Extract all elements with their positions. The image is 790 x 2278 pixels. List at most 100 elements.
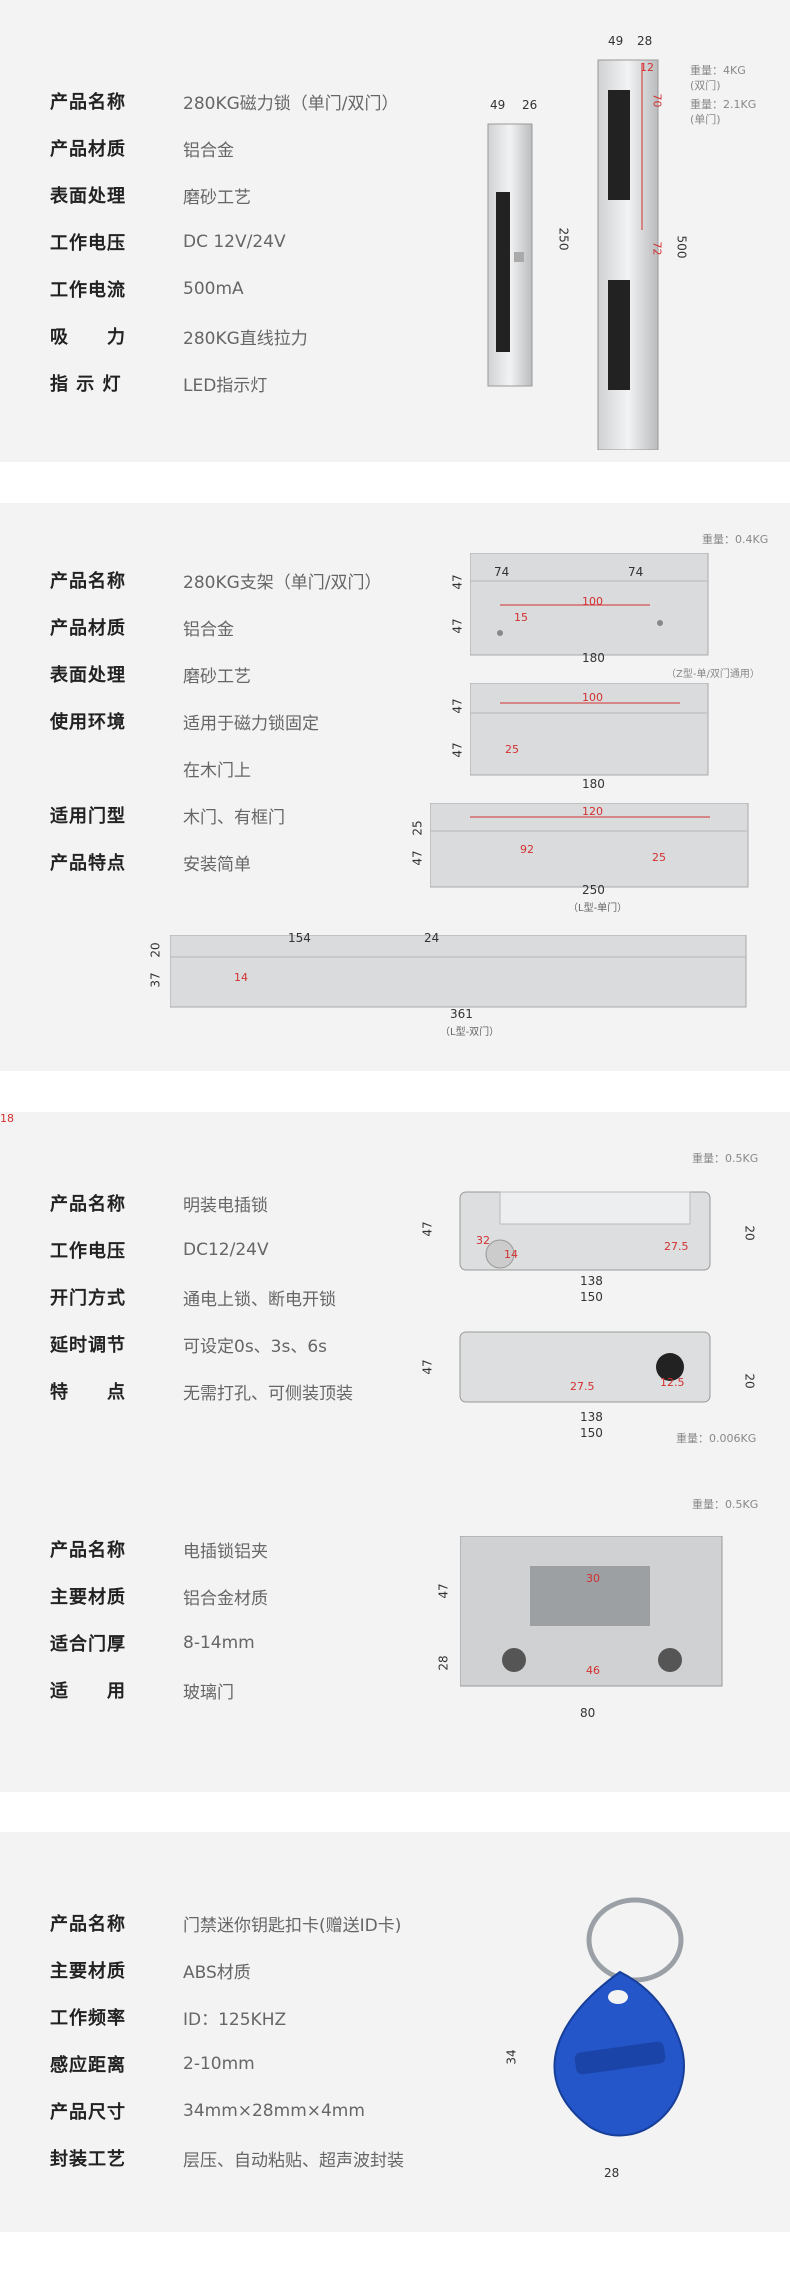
spec-value: 电插锁铝夹 <box>183 1541 268 1562</box>
spec-value: 280KG支架（单门/双门） <box>183 572 382 593</box>
spec-key: 主要材质 <box>50 1587 126 1608</box>
weight-label: (单门) <box>690 113 721 126</box>
dim-red: 27.5 <box>664 1240 689 1253</box>
dim: 20 <box>148 942 163 958</box>
z-bracket-image-2 <box>470 683 709 776</box>
bracket-type-label: （L型-单门） <box>568 903 628 914</box>
dim-red: 92 <box>520 843 534 856</box>
dim: 20 <box>742 1225 757 1241</box>
dim: 28 <box>436 1655 451 1671</box>
dim: 361 <box>450 1007 473 1021</box>
dim-height: 250 <box>556 227 571 251</box>
dim: 24 <box>424 931 440 945</box>
spec-value: 500mA <box>183 279 244 299</box>
spec-key: 适用门型 <box>50 806 126 827</box>
dim-red: 14 <box>234 971 248 984</box>
spec-key: 适 用 <box>50 1681 126 1702</box>
spec-value: 铝合金 <box>183 140 234 161</box>
electric-bolt-lock-back-image <box>459 1331 711 1403</box>
spec-value: 铝合金材质 <box>183 1588 268 1609</box>
spec-key: 吸 力 <box>50 327 126 348</box>
dim: 47 <box>450 574 465 590</box>
dim-red: 120 <box>582 805 603 818</box>
dim: 180 <box>582 651 605 665</box>
dim-red: 12.5 <box>660 1376 685 1389</box>
dim: 25 <box>410 820 425 836</box>
dim: 138 <box>580 1410 603 1424</box>
weight-label: 重量：0.4KG <box>702 533 769 546</box>
spec-key: 产品特点 <box>50 853 126 874</box>
dim-width: 26 <box>522 98 538 112</box>
weight-label: 重量：0.5KG <box>692 1152 759 1165</box>
spec-key: 使用环境 <box>50 712 126 733</box>
dim-red: 27.5 <box>570 1380 595 1393</box>
dim: 154 <box>288 931 311 945</box>
spec-key: 工作电流 <box>50 280 126 301</box>
dim: 47 <box>450 618 465 634</box>
spec-key: 适合门厚 <box>50 1634 126 1655</box>
magnetic-lock-single-image <box>487 123 533 387</box>
spec-key: 产品尺寸 <box>50 2102 126 2123</box>
dim: 150 <box>580 1290 603 1304</box>
dim-red: 14 <box>504 1248 518 1261</box>
l-bracket-single-image <box>430 803 749 888</box>
spec-key: 工作频率 <box>50 2008 126 2029</box>
spec-key: 产品名称 <box>50 571 126 592</box>
dim: 74 <box>628 565 644 579</box>
spec-value: ID：125KHZ <box>183 2009 287 2030</box>
spec-key: 产品名称 <box>50 1194 126 1215</box>
spec-key: 指 示 灯 <box>50 374 122 395</box>
lock-clip-image <box>460 1536 723 1687</box>
spec-key: 产品名称 <box>50 1540 126 1561</box>
weight-label: 重量：2.1KG <box>690 98 757 111</box>
spec-value: 适用于磁力锁固定 <box>183 713 319 734</box>
magnetic-lock-double-image <box>597 59 659 450</box>
bracket-type-label: （Z型-单/双门通用） <box>666 669 760 680</box>
weight-label: 重量：0.5KG <box>692 1498 759 1511</box>
spec-value: LED指示灯 <box>183 375 268 396</box>
spec-value: 玻璃门 <box>183 1682 234 1703</box>
spec-key: 封装工艺 <box>50 2149 126 2170</box>
dim: 47 <box>420 1359 435 1375</box>
spec-value: 磨砂工艺 <box>183 666 251 687</box>
spec-value: 2-10mm <box>183 2054 255 2074</box>
spec-value: 34mm×28mm×4mm <box>183 2101 365 2121</box>
spec-key: 主要材质 <box>50 1961 126 1982</box>
dim-width: 49 <box>490 98 506 112</box>
electric-bolt-lock-image <box>459 1191 711 1271</box>
dim: 47 <box>450 742 465 758</box>
dim: 47 <box>450 698 465 714</box>
dim-red: 32 <box>476 1234 490 1247</box>
spec-key: 延时调节 <box>50 1335 126 1356</box>
spec-key: 表面处理 <box>50 665 126 686</box>
spec-value: 280KG直线拉力 <box>183 328 308 349</box>
weight-label: 重量：0.006KG <box>676 1432 757 1445</box>
spec-key: 工作电压 <box>50 233 126 254</box>
spec-key: 产品材质 <box>50 618 126 639</box>
dim: 37 <box>148 972 163 988</box>
spec-key: 产品名称 <box>50 1914 126 1935</box>
spec-value: 安装简单 <box>183 854 251 875</box>
dim: 138 <box>580 1274 603 1288</box>
spec-value: 层压、自动粘贴、超声波封装 <box>183 2150 404 2171</box>
spec-value: 280KG磁力锁（单门/双门） <box>183 93 399 114</box>
dim-width: 49 <box>608 34 624 48</box>
dim-height: 500 <box>674 235 689 259</box>
dim: 74 <box>494 565 510 579</box>
dim-red: 70 <box>650 93 664 108</box>
dim-width: 28 <box>637 34 653 48</box>
dim-red: 18 <box>0 1112 14 1125</box>
spec-value: 木门、有框门 <box>183 807 285 828</box>
spec-value: 通电上锁、断电开锁 <box>183 1289 336 1310</box>
dim: 20 <box>742 1373 757 1389</box>
dim-red: 30 <box>586 1572 600 1585</box>
spec-value: 明装电插锁 <box>183 1195 268 1216</box>
dim-red: 25 <box>505 743 519 756</box>
spec-key: 工作电压 <box>50 1241 126 1262</box>
weight-label: (双门) <box>690 79 721 92</box>
dim-height: 34 <box>504 2049 519 2065</box>
spec-value: DC12/24V <box>183 1240 269 1260</box>
